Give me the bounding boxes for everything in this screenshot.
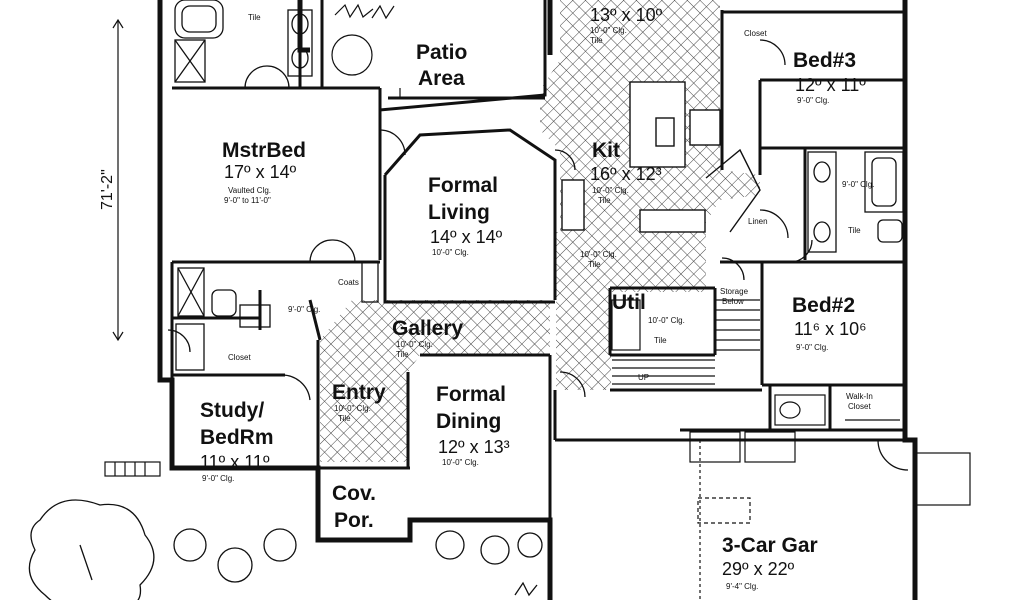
entry-name: Entry [332, 381, 386, 404]
util-ceiling: 10'-0" Clg. [648, 316, 685, 325]
hall-floor: Tile [588, 260, 601, 269]
patio-label-1: Patio [416, 41, 468, 64]
study-label-1: Study/ [200, 399, 265, 422]
door-swings [167, 39, 909, 471]
bath2-ceiling: 9'-0" Clg. [842, 180, 875, 189]
mstrbed-dimension: 17º x 14º [224, 162, 297, 182]
formal-dining-label-2: Dining [436, 410, 502, 433]
bath2-fixtures [807, 151, 904, 253]
bed2-dimension: 11⁶ x 10⁶ [794, 319, 867, 339]
util-name: Util [612, 291, 646, 314]
hall-ceiling: 10'-0" Clg. [580, 250, 617, 259]
mstrbed-ceiling-1: Vaulted Clg. [228, 186, 271, 195]
interior-walls [170, 0, 915, 520]
entry-ceiling: 10'-0" Clg. [334, 404, 371, 413]
kitchen-fixtures [561, 81, 761, 233]
dining-top-dimension: 13º x 10º [590, 5, 663, 25]
overall-dimension-label: 71'-2" [99, 169, 116, 210]
formal-dining-ceiling: 10'-0" Clg. [442, 458, 479, 467]
bed2-closet-fixtures [774, 394, 900, 426]
bed3-ceiling: 9'-0" Clg. [797, 96, 830, 105]
cov-por-label-1: Cov. [332, 482, 376, 505]
landscape-shrubs [28, 499, 543, 600]
garage-ceiling: 9'-4" Clg. [726, 582, 759, 591]
side-porch [104, 461, 161, 477]
utility-stairs [611, 299, 760, 385]
bath2-floor: Tile [848, 226, 861, 235]
master-bath-fixtures [174, 0, 313, 83]
master-bath-floor: Tile [248, 13, 261, 22]
formal-living-label-2: Living [428, 201, 490, 224]
kitchen-ceiling: 10'-0" Clg. [592, 186, 629, 195]
util-floor: Tile [654, 336, 667, 345]
storage-label-1: Storage [720, 287, 749, 296]
stairs-up-label: UP [638, 373, 650, 382]
gallery-floor: Tile [396, 350, 409, 359]
gallery-ceiling: 10'-0" Clg. [396, 340, 433, 349]
walkin-label-2: Closet [848, 402, 871, 411]
study-label-2: BedRm [200, 426, 274, 449]
kitchen-dimension: 16º x 12³ [590, 164, 662, 184]
linen-label: Linen [748, 217, 768, 226]
formal-living-dimension: 14º x 14º [430, 227, 503, 247]
patio-plants [331, 3, 401, 98]
kitchen-floor: Tile [598, 196, 611, 205]
study-ceiling: 9'-0" Clg. [202, 474, 235, 483]
garage-details [689, 431, 971, 600]
dining-top-floor: Tile [590, 36, 603, 45]
bed3-name: Bed#3 [793, 49, 857, 72]
entry-floor: Tile [338, 414, 351, 423]
bed3-dimension: 12º x 11º [795, 75, 866, 95]
garage-name: 3-Car Gar [722, 534, 818, 557]
study-dimension: 11º x 11º [200, 452, 270, 472]
hall-bath-fixtures [175, 261, 379, 371]
formal-dining-dimension: 12º x 13³ [438, 437, 510, 457]
patio-label-2: Area [418, 67, 465, 90]
bed2-name: Bed#2 [792, 294, 856, 317]
gallery-name: Gallery [392, 317, 464, 340]
left-closet-label: Closet [228, 353, 251, 362]
cov-por-label-2: Por. [334, 509, 374, 532]
dining-top-ceiling: 10'-0" Clg. [590, 26, 627, 35]
formal-living-ceiling: 10'-0" Clg. [432, 248, 469, 257]
bed3-closet-label: Closet [744, 29, 767, 38]
formal-living-label-1: Formal [428, 174, 499, 197]
formal-dining-label-1: Formal [436, 383, 507, 406]
mstrbed-ceiling-2: 9'-0" to 11'-0" [224, 196, 271, 205]
kitchen-name: Kit [592, 139, 620, 162]
walkin-label-1: Walk-In [846, 392, 873, 401]
overall-dimension-line [112, 18, 124, 342]
bed2-ceiling: 9'-0" Clg. [796, 343, 829, 352]
garage-dimension: 29º x 22º [722, 559, 795, 579]
coats-label: Coats [338, 278, 359, 287]
master-closet-ceiling: 9'-0" Clg. [288, 305, 321, 314]
storage-label-2: Below [722, 297, 744, 306]
mstrbed-name: MstrBed [222, 139, 307, 162]
